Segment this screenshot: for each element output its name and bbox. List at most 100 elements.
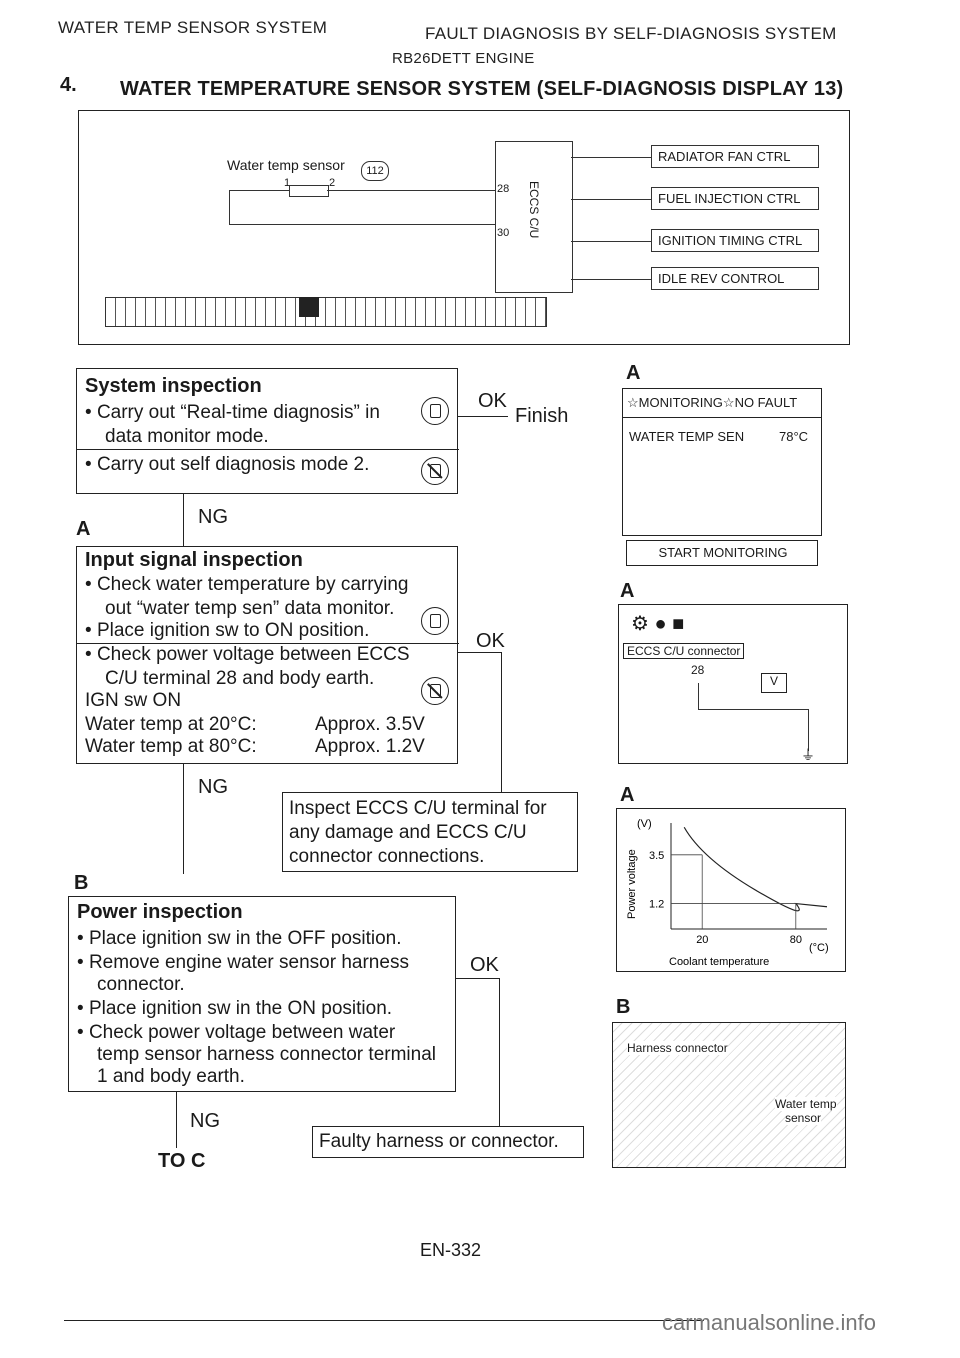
voltage-chart: (V) (°C) Power voltage Coolant temperatu… <box>626 818 829 968</box>
pin-2-label: 2 <box>329 177 336 189</box>
check-line-1: Check power voltage between ECCS <box>96 644 410 665</box>
system-item-1: Carry out “Real-time diagnosis” in <box>96 402 380 423</box>
consult-tool-icon-2 <box>421 607 449 635</box>
voltmeter-icon: V <box>761 673 787 693</box>
system-inspection-title: System inspection <box>85 375 262 397</box>
header-left: WATER TEMP SENSOR SYSTEM <box>58 18 328 37</box>
inspect-line-1: Inspect ECCS C/U terminal for <box>289 798 547 819</box>
output-radiator-fan: RADIATOR FAN CTRL <box>651 145 819 168</box>
ng-label-1: NG <box>198 506 228 528</box>
faulty-harness-box: Faulty harness or connector. <box>312 1126 584 1158</box>
ok-label-2: OK <box>476 630 505 652</box>
sensor-symbol <box>289 185 329 197</box>
connector-terminal-strip <box>105 297 547 327</box>
output-idle-rev: IDLE REV CONTROL <box>651 267 819 290</box>
no-tool-icon <box>421 457 449 485</box>
sensor-label: Water temp sensor <box>227 157 345 173</box>
ref-b-label-1: B <box>74 872 89 894</box>
x-tick-label-1: 80 <box>790 934 802 946</box>
section-number: 4. <box>60 74 77 96</box>
harness-photo: Harness connector Water temp sensor <box>612 1022 846 1168</box>
output-ignition-timing: IGNITION TIMING CTRL <box>651 229 819 252</box>
connector-icons: ⚙ ● ■ <box>631 613 685 635</box>
monitor-row-label: WATER TEMP SEN <box>629 429 745 444</box>
power-line-3: connector. <box>97 974 185 995</box>
ecu-box <box>495 141 573 293</box>
power-line-7: 1 and body earth. <box>97 1066 245 1087</box>
system-item-2: Carry out self diagnosis mode 2. <box>96 454 370 475</box>
monitor-panel: ☆MONITORING☆NO FAULT WATER TEMP SEN 78°C <box>622 388 822 536</box>
photo-label-sensor-2: sensor <box>785 1111 822 1125</box>
power-line-2: Remove engine water sensor harness <box>88 952 409 973</box>
inspect-line-2: any damage and ECCS C/U <box>289 822 527 843</box>
system-item-1-cont: data monitor mode. <box>105 426 269 447</box>
ok-label-3: OK <box>470 954 499 976</box>
power-inspection-title: Power inspection <box>77 901 243 923</box>
sensor-code: 112 <box>361 161 389 181</box>
power-line-1: Place ignition sw in the OFF position. <box>88 928 402 949</box>
watermark: carmanualsonline.info <box>662 1310 877 1335</box>
terminal-28-label: 28 <box>497 183 510 195</box>
connector-label: ECCS C/U connector <box>623 643 745 659</box>
inspect-line-3: connector connections. <box>289 846 485 867</box>
section-title: WATER TEMPERATURE SENSOR SYSTEM (SELF-DI… <box>120 78 844 100</box>
input-inspection-title: Input signal inspection <box>85 549 303 571</box>
power-inspection-box: Power inspection • Place ignition sw in … <box>68 896 456 1092</box>
x-axis-title: Coolant temperature <box>669 956 769 968</box>
check-line-2: C/U terminal 28 and body earth. <box>105 668 375 689</box>
pin-1-label: 1 <box>284 177 291 189</box>
input-line-3: Place ignition sw to ON position. <box>96 620 370 641</box>
ok-label-1: OK <box>478 390 507 412</box>
power-line-4: Place ignition sw in the ON position. <box>88 998 393 1019</box>
page-number: EN-332 <box>420 1240 482 1260</box>
input-line-1: Check water temperature by carrying <box>96 574 409 595</box>
ecu-label: ECCS C/U <box>527 181 541 239</box>
consult-tool-icon <box>421 397 449 425</box>
y-tick-label-0: 3.5 <box>649 850 664 862</box>
terminal-30-label: 30 <box>497 227 510 239</box>
start-monitoring-button[interactable]: START MONITORING <box>626 540 818 566</box>
connector-key-mark <box>299 297 319 317</box>
ref-a-label-3: A <box>620 580 635 602</box>
power-line-5: Check power voltage between water <box>88 1022 396 1043</box>
finish-label: Finish <box>515 405 569 427</box>
connector-panel: ⚙ ● ■ ECCS C/U connector 28 V ⏚ <box>618 604 848 764</box>
ref-a-label-2: A <box>626 362 641 384</box>
inspect-eccs-box: Inspect ECCS C/U terminal for any damage… <box>282 792 578 872</box>
temp-val-80: Approx. 1.2V <box>315 736 425 757</box>
check-line-3: IGN sw ON <box>85 690 182 711</box>
connector-pin-label: 28 <box>691 663 705 677</box>
input-line-2: out “water temp sen” data monitor. <box>105 598 395 619</box>
temp-cond-20: Water temp at 20°C: <box>85 714 257 735</box>
start-monitoring-label: START MONITORING <box>658 545 788 560</box>
ng-label-2: NG <box>198 776 228 798</box>
monitor-row-value: 78°C <box>779 429 809 444</box>
x-tick-label-0: 20 <box>696 934 708 946</box>
chart-panel: (V) (°C) Power voltage Coolant temperatu… <box>616 808 846 972</box>
header-center: RB26DETT ENGINE <box>392 50 535 67</box>
voltage-curve <box>683 826 828 912</box>
photo-label-harness: Harness connector <box>627 1041 728 1055</box>
temp-val-20: Approx. 3.5V <box>315 714 425 735</box>
ref-a-label-1: A <box>76 518 91 540</box>
ng-label-3: NG <box>190 1110 220 1132</box>
x-unit-label: (°C) <box>809 942 829 954</box>
power-line-6: temp sensor harness connector terminal <box>97 1044 436 1065</box>
y-axis-title: Power voltage <box>626 849 638 919</box>
no-tool-icon-2 <box>421 677 449 705</box>
photo-label-sensor-1: Water temp <box>775 1097 837 1111</box>
monitor-header: ☆MONITORING☆NO FAULT <box>627 395 798 410</box>
faulty-harness-text: Faulty harness or connector. <box>319 1131 559 1152</box>
wiring-diagram: Water temp sensor 112 1 2 28 30 ECCS C/U… <box>78 110 850 345</box>
temp-cond-80: Water temp at 80°C: <box>85 736 257 757</box>
to-c-label: TO C <box>158 1150 206 1172</box>
header-right: FAULT DIAGNOSIS BY SELF-DIAGNOSIS SYSTEM <box>425 24 837 43</box>
input-inspection-box: Input signal inspection • Check water te… <box>76 546 459 764</box>
ground-icon: ⏚ <box>801 747 815 763</box>
system-inspection-box: System inspection • Carry out “Real-time… <box>76 368 459 494</box>
output-fuel-injection: FUEL INJECTION CTRL <box>651 187 819 210</box>
ref-b-label-2: B <box>616 996 631 1018</box>
ref-a-label-4: A <box>620 784 635 806</box>
y-tick-label-1: 1.2 <box>649 899 664 911</box>
y-unit-label: (V) <box>637 818 652 830</box>
